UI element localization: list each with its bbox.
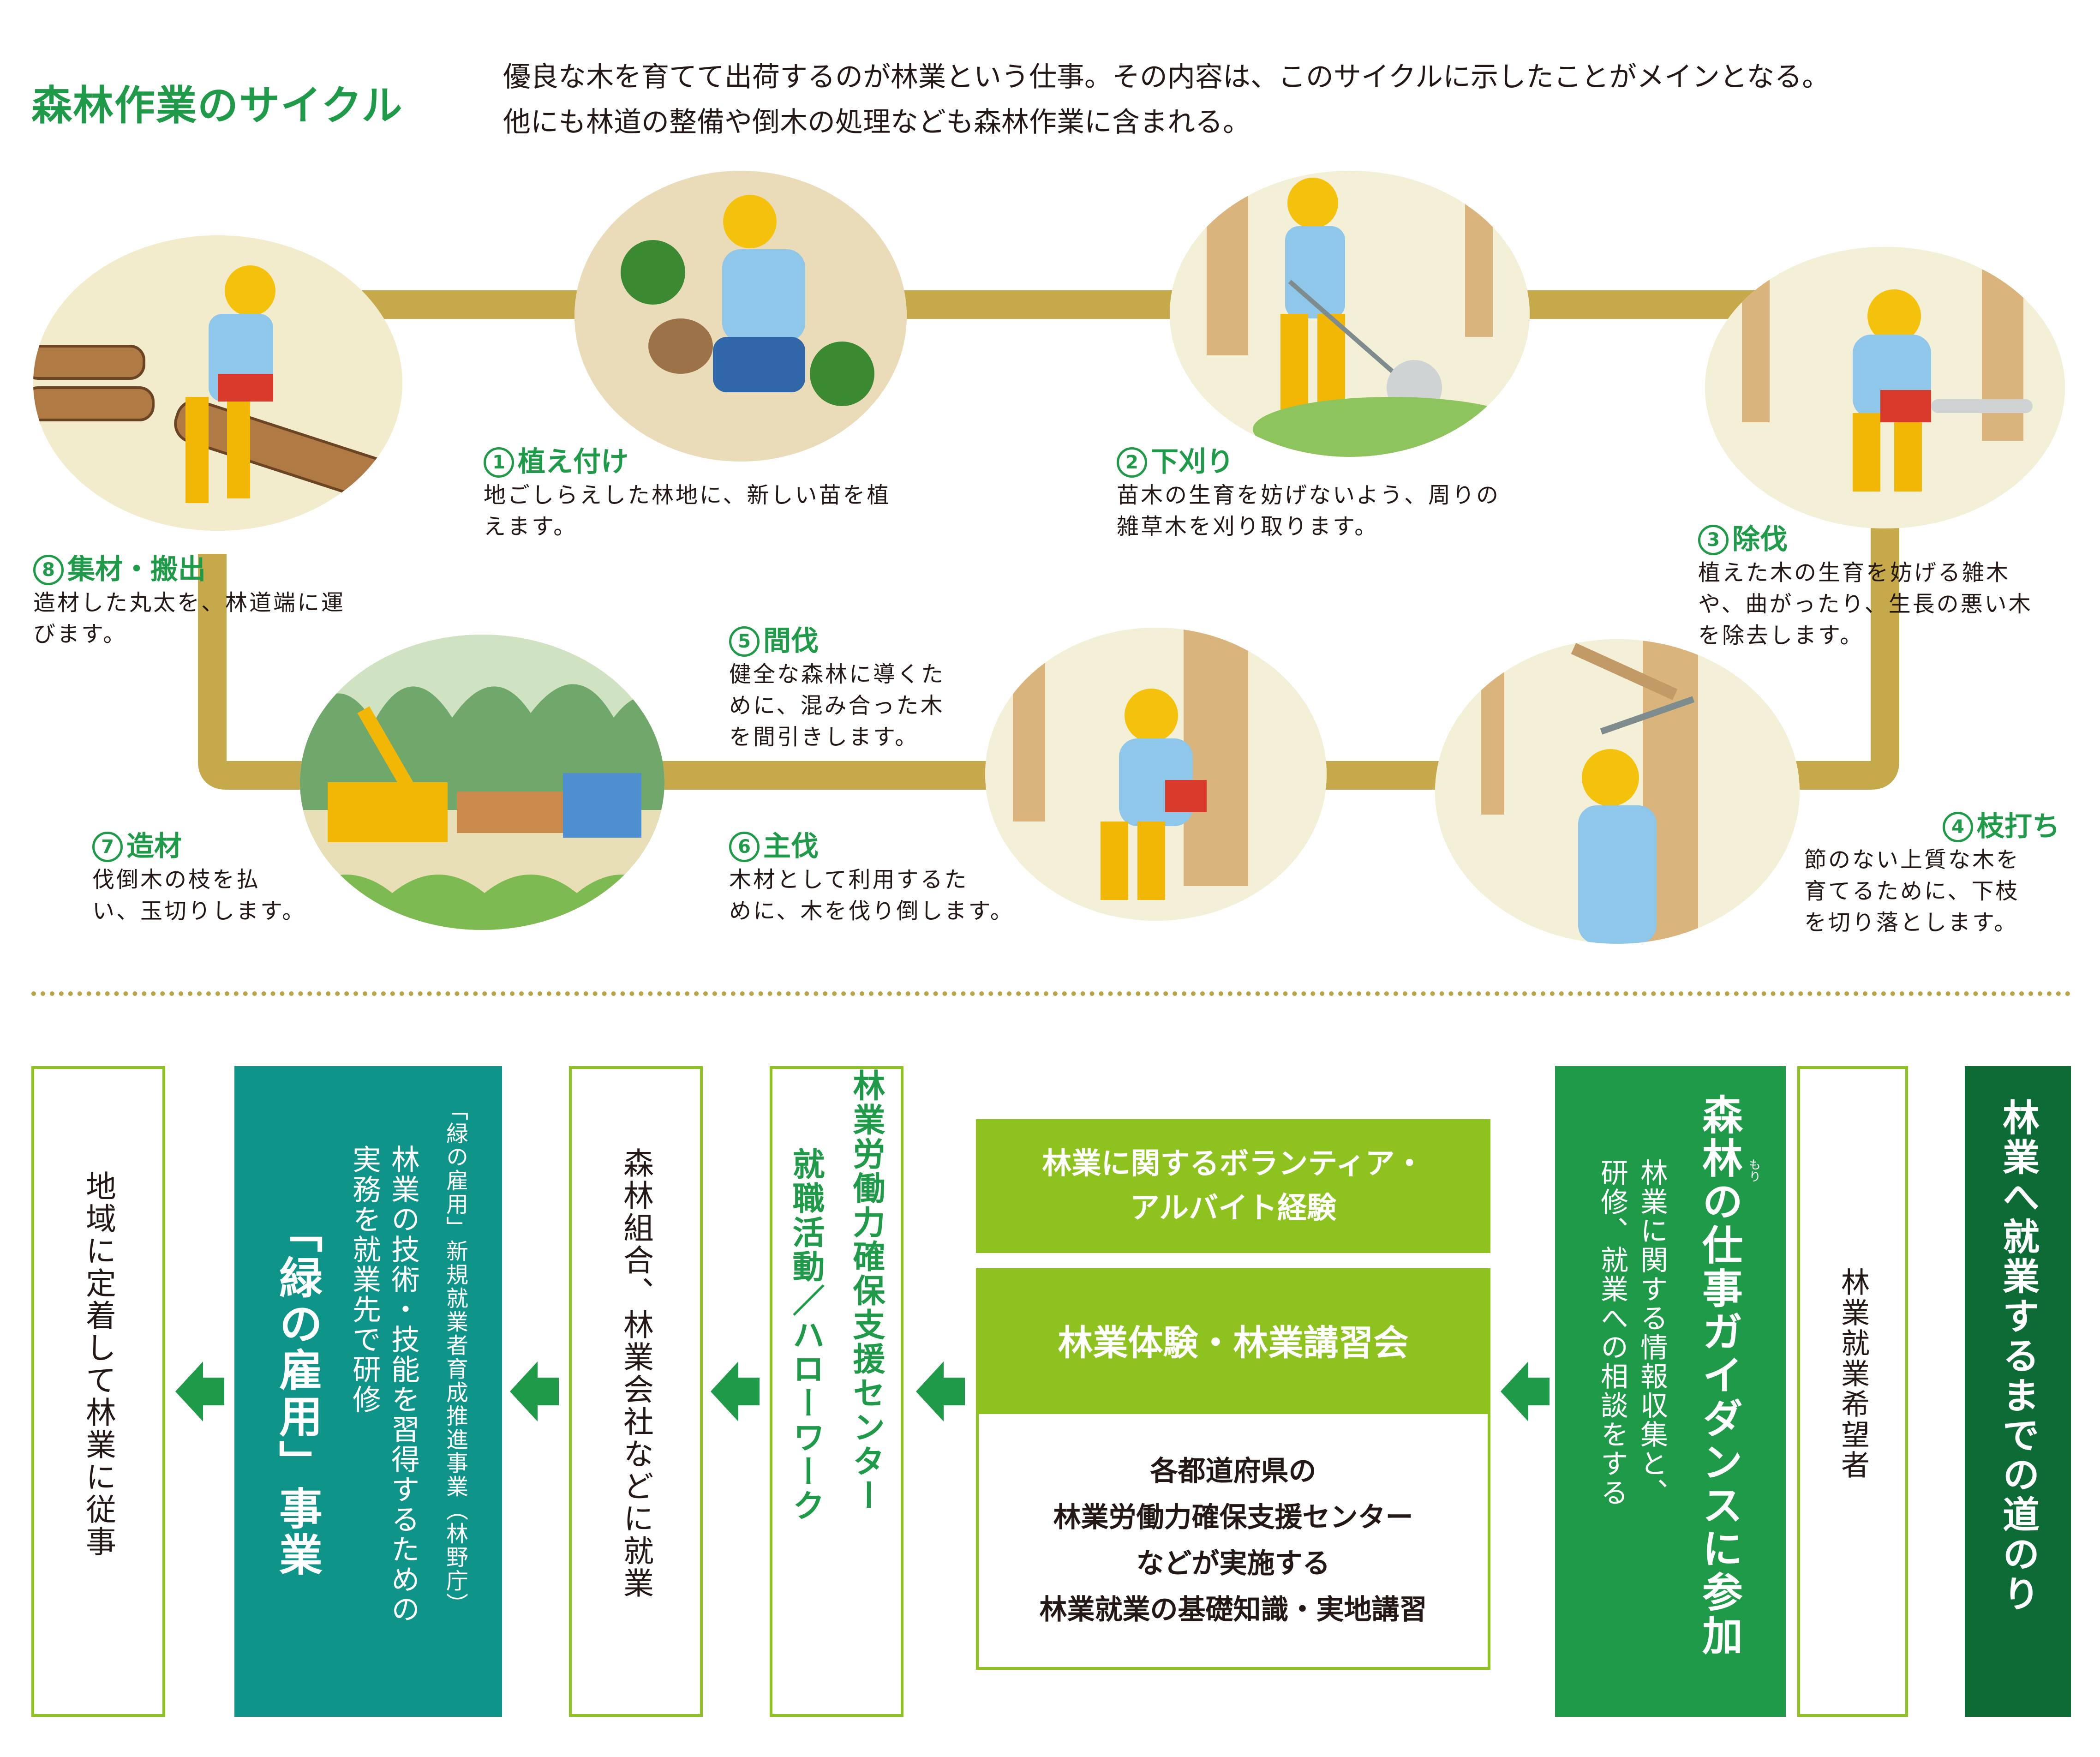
step-2-desc: 苗木の生育を妨げないよう、周りの 雑草木を刈り取ります。	[1117, 482, 1501, 540]
step-5-number: 5	[729, 626, 760, 657]
guidance-ruby: もり	[1747, 1158, 1761, 1182]
illustration-cleaning	[1705, 247, 2065, 528]
employment-box: 森林組合、林業会社などに就業	[569, 1066, 703, 1717]
step-6-desc: 木材として利用するた めに、木を伐り倒します。	[729, 867, 1014, 924]
arrow-1	[1501, 1361, 1550, 1421]
step-2-number: 2	[1117, 447, 1147, 478]
intro-text: 優良な木を育てて出荷するのが林業という仕事。その内容は、このサイクルに示したこと…	[503, 54, 1830, 145]
settle-box: 地域に定着して林業に従事	[31, 1066, 165, 1717]
applicant-box: 林業就業希望者	[1797, 1066, 1908, 1717]
employment-label: 森林組合、林業会社などに就業	[618, 1147, 654, 1600]
step-7-title: 造材	[126, 830, 182, 863]
step-3-title: 除伐	[1732, 523, 1788, 556]
applicant-label: 林業就業希望者	[1836, 1267, 1870, 1481]
section-divider	[31, 991, 2071, 996]
experience-header: 林業体験・林業講習会	[976, 1268, 1490, 1411]
experience-desc: 各都道府県の 林業労働力確保支援センター などが実施する 林業就業の基礎知識・実…	[1039, 1455, 1427, 1626]
step-7-number: 7	[92, 832, 123, 862]
step-1-title: 植え付け	[518, 446, 628, 478]
volunteer-label: 林業に関するボランティア・ アルバイト経験	[1042, 1147, 1424, 1225]
step-6-number: 6	[729, 832, 760, 862]
job-hunt-box: 就職活動／ハローワーク 林業労働力確保支援センター	[770, 1066, 903, 1717]
illustration-final-felling	[985, 628, 1327, 921]
settle-label: 地域に定着して林業に従事	[81, 1170, 116, 1558]
step-1-desc: 地ごしらえした林地に、新しい苗を植 えます。	[484, 482, 891, 540]
arrow-5	[175, 1361, 224, 1421]
guidance-desc: 林業に関する情報収集と、 研修、就業への相談をする	[1596, 1158, 1668, 1507]
step-8-desc: 造材した丸太を、林道端に運 びます。	[33, 590, 346, 647]
step-1-number: 1	[484, 447, 514, 478]
job-hunt-title: 就職活動／ハローワーク	[787, 1147, 825, 1523]
step-4-title: 枝打ち	[1977, 810, 2060, 843]
step-3-desc: 植えた木の生育を妨げる雑木 や、曲がったり、生長の悪い木 を除去します。	[1698, 560, 2033, 648]
midori-sub: 「緑の雇用」新規就業者育成推進事業（林野庁）	[442, 1098, 468, 1616]
path-title-box: 林業へ就業するまでの道のり	[1965, 1066, 2071, 1717]
midori-box: 「緑の雇用」新規就業者育成推進事業（林野庁） 林業の技術・技能を習得するための …	[234, 1066, 502, 1717]
intro-line-1: 優良な木を育てて出荷するのが林業という仕事。その内容は、このサイクルに示したこと…	[503, 61, 1830, 93]
midori-desc: 林業の技術・技能を習得するための 実務を就業先で研修	[347, 1145, 420, 1625]
step-3-number: 3	[1698, 525, 1729, 555]
experience-label: 林業体験・林業講習会	[1058, 1322, 1409, 1363]
illustration-gathering	[33, 235, 402, 531]
step-7-desc: 伐倒木の枝を払 い、玉切りします。	[92, 867, 306, 924]
step-8-title: 集材・搬出	[67, 553, 206, 586]
illustration-planting	[574, 171, 907, 462]
illustration-pruning	[1435, 639, 1800, 944]
volunteer-box: 林業に関するボランティア・ アルバイト経験	[976, 1119, 1490, 1253]
step-4-desc: 節のない上質な木を 育てるために、下枝 を切り落とします。	[1804, 847, 2021, 935]
step-6-title: 主伐	[763, 830, 819, 863]
arrow-4	[510, 1361, 559, 1421]
illustration-weeding	[1170, 171, 1530, 457]
illustration-bucking	[300, 635, 664, 930]
page-title: 森林作業のサイクル	[31, 82, 403, 129]
experience-desc-box: 各都道府県の 林業労働力確保支援センター などが実施する 林業就業の基礎知識・実…	[976, 1411, 1490, 1670]
arrow-3	[711, 1361, 760, 1421]
step-2-title: 下刈り	[1151, 446, 1234, 478]
step-4-number: 4	[1943, 812, 1973, 842]
guidance-box: 林業に関する情報収集と、 研修、就業への相談をする 森林の仕事ガイダンスに参加 …	[1555, 1066, 1786, 1717]
guidance-title: 森林の仕事ガイダンスに参加	[1695, 1094, 1743, 1658]
job-hunt-sub: 林業労働力確保支援センター	[848, 1069, 885, 1513]
step-8-number: 8	[33, 555, 64, 585]
arrow-2	[916, 1361, 965, 1421]
intro-line-2: 他にも林道の整備や倒木の処理なども森林作業に含まれる。	[503, 106, 1250, 138]
step-5-desc: 健全な森林に導くた めに、混み合った木 を間引きします。	[729, 661, 945, 750]
path-title: 林業へ就業するまでの道のり	[1997, 1098, 2040, 1614]
guidance-title-wrap: 森林の仕事ガイダンスに参加 もり	[1690, 1094, 1761, 1717]
step-5-title: 間伐	[763, 625, 819, 657]
midori-title: 「緑の雇用」事業	[272, 1209, 322, 1578]
